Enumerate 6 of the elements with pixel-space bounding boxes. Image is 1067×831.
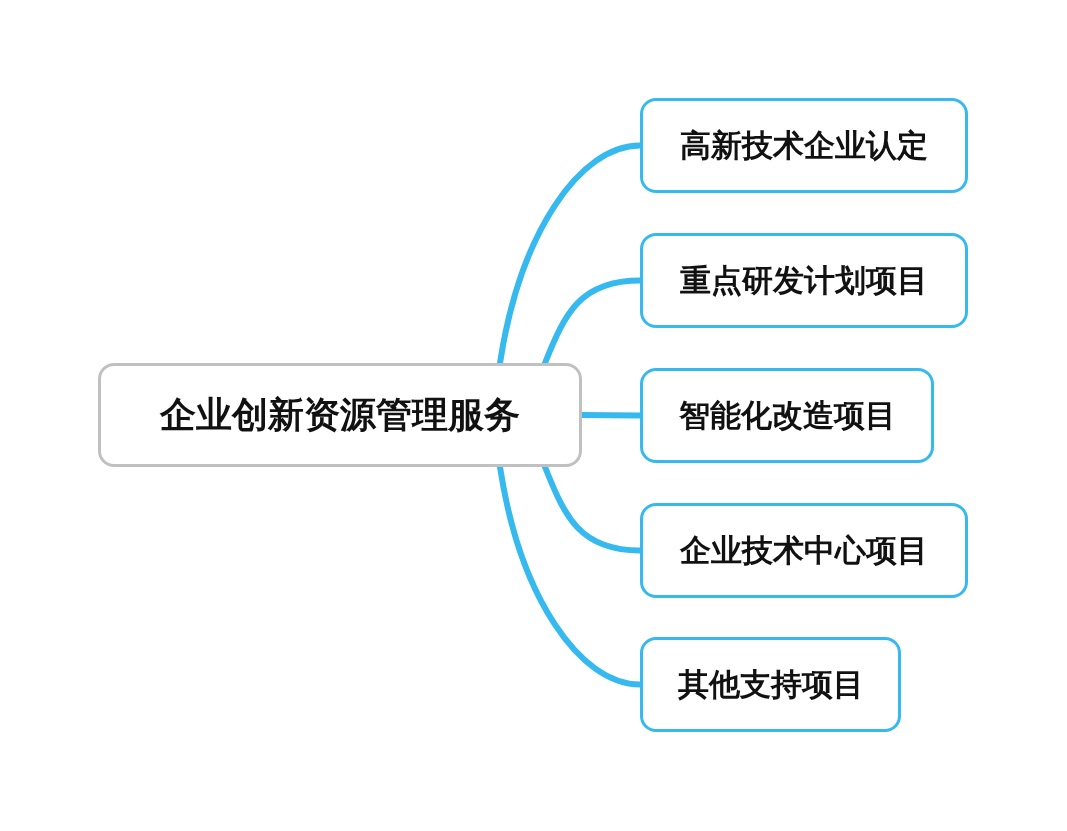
branch-box: 高新技术企业认定: [640, 98, 968, 193]
branch-box: 重点研发计划项目: [640, 233, 968, 328]
branch-box: 企业技术中心项目: [640, 503, 968, 598]
branch-box: 其他支持项目: [640, 637, 901, 732]
topic-box: 企业创新资源管理服务: [98, 363, 582, 467]
branch-box: 智能化改造项目: [640, 368, 934, 463]
